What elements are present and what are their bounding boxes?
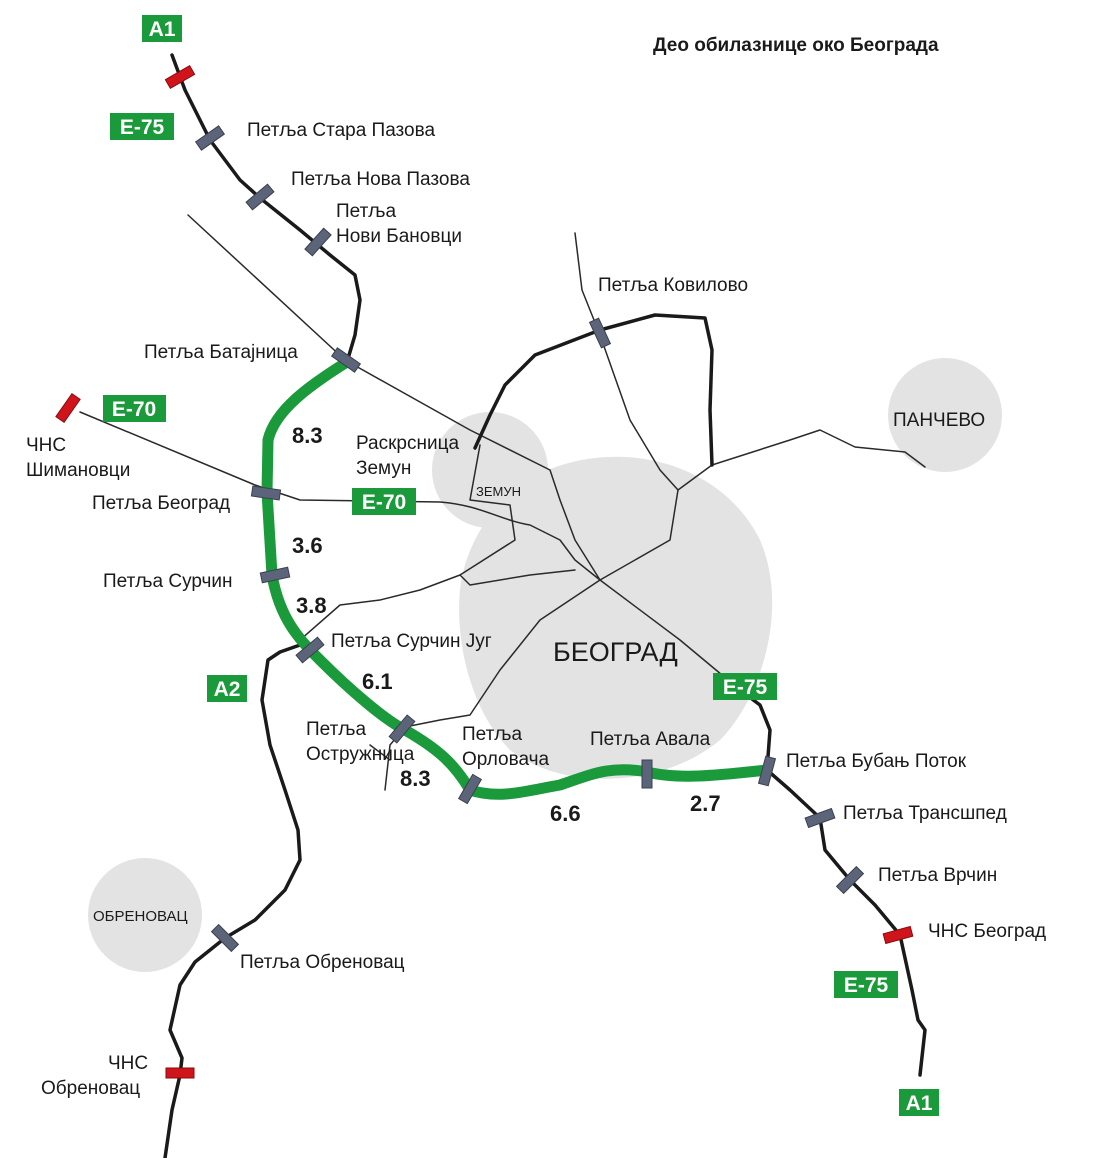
svg-text:A1: A1: [149, 18, 176, 41]
toll-labels: ЧНС Шимановци ЧНС Београд ЧНС Обреновац: [26, 435, 1046, 1099]
interchange-labels: Петља Стара Пазова Петља Нова Пазова Пет…: [92, 120, 1007, 973]
distance-batajnica-beograd: 8.3: [292, 423, 323, 448]
interchange-avala-icon: [641, 759, 653, 789]
toll-a1-north-icon: [164, 64, 196, 90]
road-kovilovo-south: [574, 232, 679, 491]
interchange-stara-pazova-icon: [194, 125, 226, 151]
interchange-ostruznica-icon: [388, 714, 416, 744]
label-avala: Петља Авала: [590, 729, 711, 750]
city-label-obrenovac: ОБРЕНОВАЦ: [93, 908, 188, 925]
pancevo-city-area: [888, 358, 1002, 472]
distance-surcin-surcin-jug: 3.8: [296, 593, 327, 618]
label-surcin-jug: Петља Сурчин Југ: [331, 631, 492, 652]
label-toll-obrenovac-line1: ЧНС: [108, 1053, 148, 1074]
label-orlovaca-line2: Орловача: [462, 749, 549, 770]
map-title: Део обилазнице око Београда: [653, 35, 939, 56]
highways: [163, 53, 927, 1158]
label-surcin: Петља Сурчин: [103, 571, 233, 592]
label-bubanj-potok: Петља Бубањ Поток: [786, 751, 967, 772]
label-novi-banovci-line2: Нови Бановци: [336, 226, 462, 247]
interchange-bubanj-potok-icon: [757, 755, 777, 787]
label-batajnica: Петља Батајница: [144, 342, 298, 363]
city-label-beograd: БЕОГРАД: [553, 637, 678, 667]
interchange-orlovaca-icon: [457, 773, 483, 805]
label-toll-simanovci-line1: ЧНС: [26, 435, 66, 456]
highway-a2-obrenovac: [163, 643, 302, 1158]
label-transsped: Петља Трансшпед: [843, 803, 1007, 824]
segment-distances: 8.3 3.6 3.8 6.1 8.3 6.6 2.7: [292, 423, 721, 826]
obrenovac-city-area: [88, 858, 202, 972]
svg-text:A2: A2: [214, 678, 241, 701]
label-raskrsnica-zemun-line2: Земун: [356, 458, 411, 479]
label-novi-banovci-line1: Петља: [336, 201, 397, 222]
label-toll-beograd: ЧНС Београд: [928, 921, 1046, 942]
road-e70-west: [79, 411, 601, 581]
zemun-city-area: [432, 412, 548, 528]
badge-a2: A2: [207, 675, 247, 702]
interchange-batajnica-icon: [330, 347, 362, 373]
label-toll-simanovci-line2: Шимановци: [26, 460, 130, 481]
toll-station-markers: [55, 64, 914, 1079]
label-obrenovac-interchange: Петља Обреновац: [240, 952, 405, 973]
svg-text:E-75: E-75: [723, 676, 768, 699]
secondary-roads: [79, 214, 926, 791]
label-ostruznica-line1: Петља: [306, 719, 367, 740]
road-pancevo: [677, 429, 926, 491]
distance-surcin-jug-ostruznica: 6.1: [362, 669, 393, 694]
label-nova-pazova: Петља Нова Пазова: [291, 169, 470, 190]
distance-beograd-surcin: 3.6: [292, 533, 323, 558]
city-areas: [88, 358, 1002, 972]
interchange-surcin-icon: [259, 566, 291, 584]
toll-simanovci-icon: [55, 392, 81, 424]
distance-avala-bubanj-potok: 2.7: [690, 791, 721, 816]
svg-text:E-70: E-70: [112, 398, 156, 421]
badge-e70-west: E-70: [103, 395, 166, 422]
svg-text:A1: A1: [906, 1092, 933, 1115]
city-label-zemun: ЗЕМУН: [476, 484, 521, 499]
interchange-vrcin-icon: [835, 865, 865, 895]
label-orlovaca-line1: Петља: [462, 724, 523, 745]
interchange-beograd-icon: [250, 485, 282, 501]
label-beograd-interchange: Петља Београд: [92, 493, 230, 514]
distance-orlovaca-avala: 6.6: [550, 801, 581, 826]
road-surcin-zemun: [299, 574, 461, 641]
interchange-nova-pazova-icon: [245, 183, 275, 211]
interchange-markers: [194, 125, 865, 953]
label-ostruznica-line2: Остружница: [306, 744, 415, 765]
label-stara-pazova: Петља Стара Пазова: [247, 120, 436, 141]
svg-text:E-75: E-75: [844, 974, 889, 997]
highway-a1-south: [738, 688, 927, 1077]
road-badges: A1 E-75 E-70 E-70 A2 E-75 E-75 A1: [103, 15, 939, 1116]
badge-a1-bottom: A1: [899, 1089, 939, 1116]
road-ostruznica-west: [369, 744, 391, 761]
interchange-surcin-jug-icon: [295, 636, 325, 664]
interchange-novi-banovci-icon: [304, 227, 332, 257]
label-raskrsnica-zemun-line1: Раскрсница: [356, 433, 459, 454]
badge-e75-east: E-75: [713, 673, 777, 700]
badge-e75-south: E-75: [834, 971, 898, 998]
badge-e70-mid: E-70: [352, 488, 416, 515]
toll-obrenovac-icon: [165, 1067, 195, 1079]
svg-text:E-70: E-70: [362, 491, 406, 514]
beograd-city-area: [459, 456, 773, 779]
road-zemun-inner: [459, 444, 576, 586]
road-novi-sad-zemun: [187, 214, 741, 691]
distance-ostruznica-orlovaca: 8.3: [400, 766, 431, 791]
badge-a1-top: A1: [142, 15, 182, 42]
label-vrcin: Петља Врчин: [878, 865, 997, 886]
svg-text:E-75: E-75: [120, 116, 165, 139]
highway-zemun-kovilovo: [473, 313, 714, 467]
interchange-obrenovac-icon: [210, 923, 240, 953]
city-label-pancevo: ПАНЧЕВО: [893, 410, 985, 431]
toll-beograd-icon: [882, 925, 914, 945]
interchange-transsped-icon: [804, 807, 836, 829]
label-kovilovo: Петља Ковилово: [598, 275, 748, 296]
road-beograd-center: [404, 489, 679, 728]
label-toll-obrenovac-line2: Обреновац: [41, 1078, 140, 1099]
highway-a1-north: [170, 53, 362, 364]
badge-e75-top: E-75: [110, 113, 174, 140]
interchange-kovilovo-icon: [588, 317, 612, 349]
